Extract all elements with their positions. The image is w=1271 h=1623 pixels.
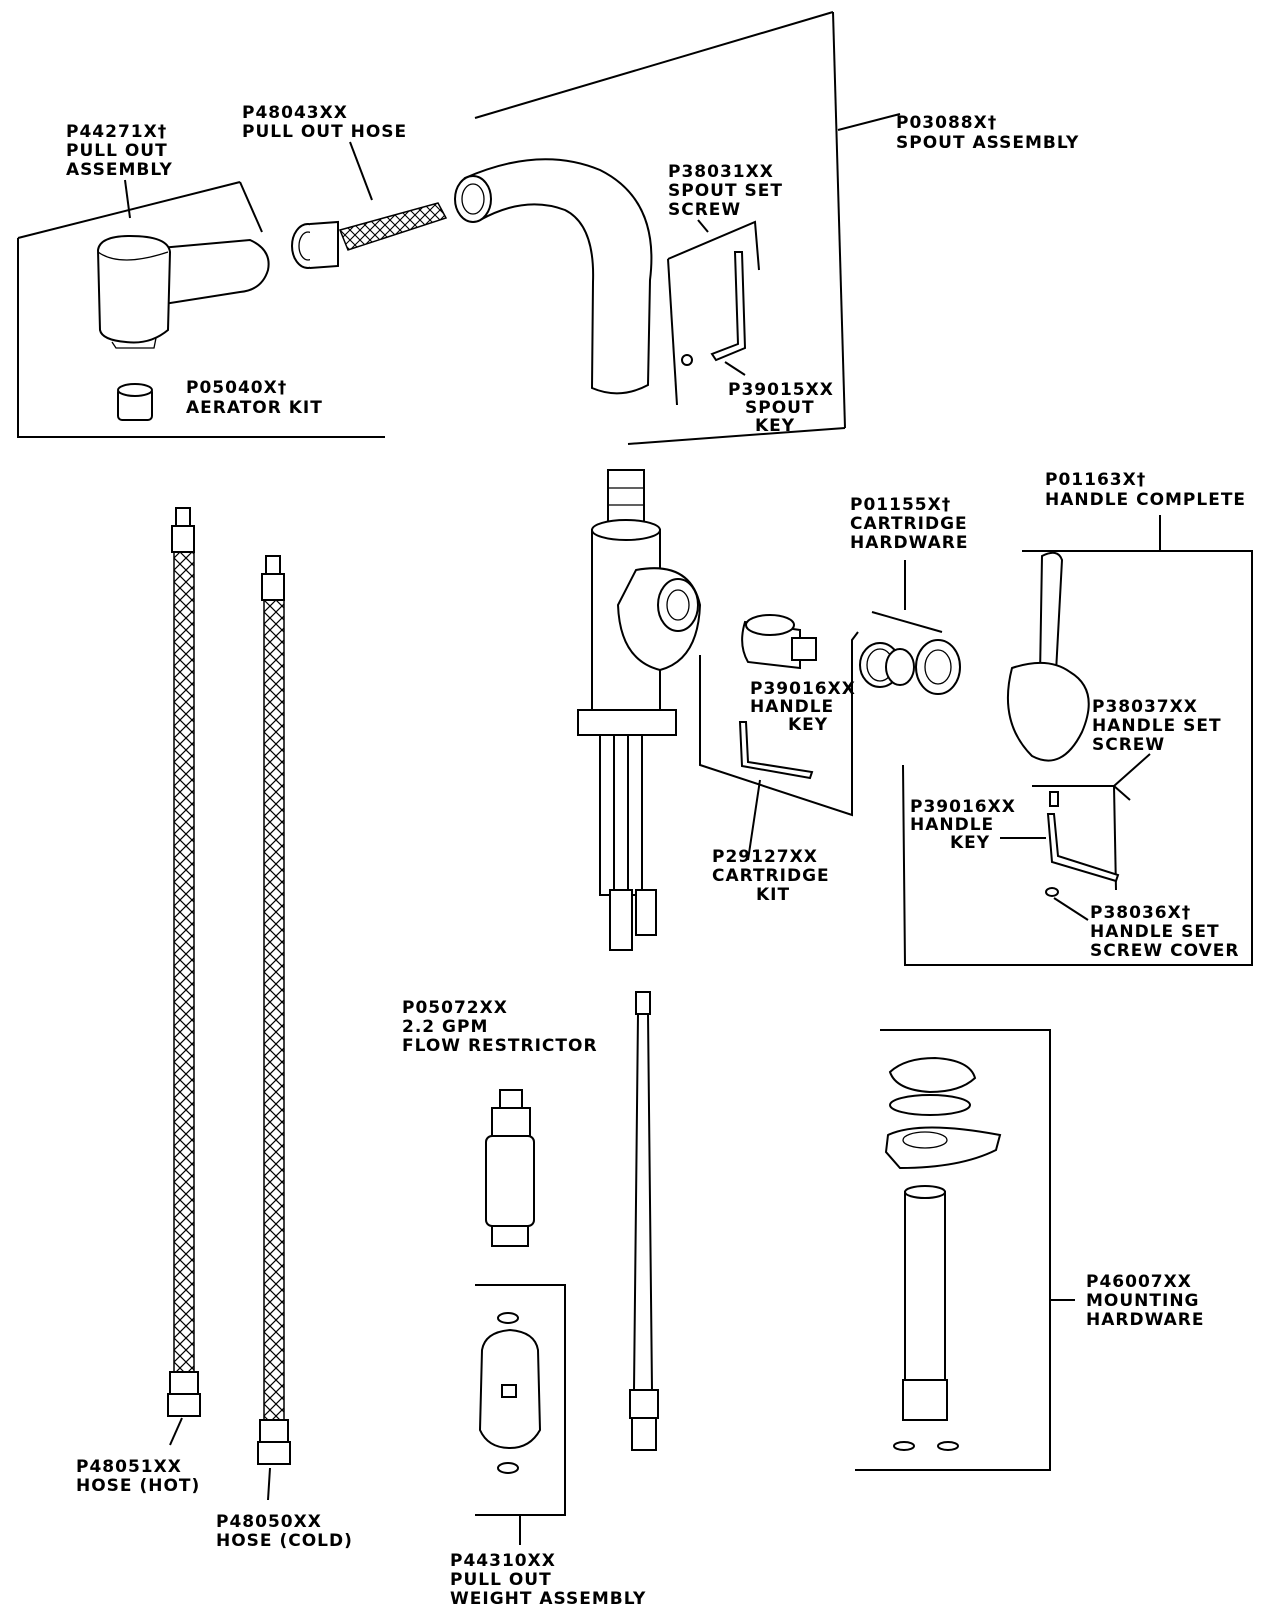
part-name-line: PULL OUT xyxy=(450,1570,552,1590)
handle-set-screw-cover xyxy=(1045,887,1059,897)
spout-assembly-group xyxy=(17,11,901,445)
part-name-line: HOSE (HOT) xyxy=(76,1476,200,1496)
handle-key-handle xyxy=(1046,813,1120,883)
part-name-line: SCREW COVER xyxy=(1090,941,1239,961)
part-name-line: KEY xyxy=(755,416,795,436)
label-hose-hot: P48051XX HOSE (HOT) xyxy=(76,1457,200,1496)
label-pull-out-assembly: P44271X† PULL OUT ASSEMBLY xyxy=(66,122,173,180)
label-cartridge-hardware: P01155X† CARTRIDGE HARDWARE xyxy=(850,495,968,553)
part-number: P39016XX xyxy=(750,679,856,699)
flow-restrictor xyxy=(485,1089,535,1247)
label-mounting-hardware: P46007XX MOUNTING HARDWARE xyxy=(1086,1272,1204,1330)
part-number: P05072XX xyxy=(402,998,508,1018)
part-name-line: HARDWARE xyxy=(850,533,968,553)
cartridge-kit-group xyxy=(699,560,961,861)
part-number: P38031XX xyxy=(668,162,774,182)
mounting-hardware xyxy=(884,1056,1002,1451)
label-handle-key-cartridge: P39016XX HANDLE KEY xyxy=(750,679,856,735)
handle-set-screw xyxy=(1049,791,1059,807)
part-name-line: HANDLE COMPLETE xyxy=(1045,490,1246,510)
part-number: P29127XX xyxy=(712,847,818,867)
label-hose-cold: P48050XX HOSE (COLD) xyxy=(216,1512,353,1551)
part-name-line: CARTRIDGE xyxy=(712,866,830,886)
part-name-line: WEIGHT ASSEMBLY xyxy=(450,1589,646,1609)
part-name-line: MOUNTING xyxy=(1086,1291,1200,1311)
part-name-line: PULL OUT xyxy=(66,141,168,161)
label-cartridge-kit: P29127XX CARTRIDGE KIT xyxy=(712,847,830,905)
part-name-line: CARTRIDGE xyxy=(850,514,968,534)
hose-hot xyxy=(167,507,201,1417)
part-number: P01163X† xyxy=(1045,470,1146,490)
cartridge-hardware xyxy=(859,639,961,695)
handle-key-cartridge xyxy=(738,721,814,780)
part-name-line: 2.2 GPM xyxy=(402,1017,488,1037)
part-name-line: HANDLE SET xyxy=(1090,922,1220,942)
part-name-line: AERATOR KIT xyxy=(186,398,323,418)
pull-out-hose-long xyxy=(629,991,659,1451)
label-spout-set-screw: P38031XX SPOUT SET SCREW xyxy=(668,162,783,220)
label-handle-complete: P01163X† HANDLE COMPLETE xyxy=(1045,470,1246,510)
part-name-line: FLOW RESTRICTOR xyxy=(402,1036,598,1056)
part-number: P39016XX xyxy=(910,797,1016,817)
cartridge xyxy=(741,614,817,670)
part-name-line: SPOUT xyxy=(745,398,815,418)
mounting-hardware-group xyxy=(855,1029,1075,1471)
label-handle-set-screw: P38037XX HANDLE SET SCREW xyxy=(1092,697,1222,755)
pull-out-spray-head xyxy=(96,234,270,349)
label-aerator-kit: P05040X† AERATOR KIT xyxy=(186,378,323,418)
part-name-line: SPOUT SET xyxy=(668,181,783,201)
part-name-line: HOSE (COLD) xyxy=(216,1531,353,1551)
spout-set-screw xyxy=(681,354,693,366)
part-number: P39015XX xyxy=(728,380,834,400)
label-pull-out-hose: P48043XX PULL OUT HOSE xyxy=(242,103,407,142)
part-number: P01155X† xyxy=(850,495,951,515)
spout-key xyxy=(710,251,747,362)
pull-out-hose xyxy=(291,202,448,269)
part-name-line: KIT xyxy=(756,885,790,905)
handle-lever xyxy=(1006,551,1090,762)
label-flow-restrictor: P05072XX 2.2 GPM FLOW RESTRICTOR xyxy=(402,998,598,1056)
part-name-line: KEY xyxy=(788,715,828,735)
label-spout-assembly: P03088X† SPOUT ASSEMBLY xyxy=(896,113,1079,153)
part-name-line: HANDLE xyxy=(750,697,834,717)
pull-out-weight-group xyxy=(475,1284,566,1545)
part-name-line: SCREW xyxy=(1092,735,1165,755)
part-name-line: HANDLE SET xyxy=(1092,716,1222,736)
part-name-line: ASSEMBLY xyxy=(66,160,173,180)
part-number: P03088X† xyxy=(896,113,997,133)
handle-complete-group xyxy=(902,515,1253,966)
faucet-body xyxy=(577,469,702,951)
part-number: P05040X† xyxy=(186,378,287,398)
part-name-line: SCREW xyxy=(668,200,741,220)
label-handle-key-handle: P39016XX HANDLE KEY xyxy=(910,797,1016,853)
part-number: P48043XX xyxy=(242,103,348,123)
part-name-line: KEY xyxy=(950,833,990,853)
part-number: P38037XX xyxy=(1092,697,1198,717)
label-spout-key: P39015XX SPOUT KEY xyxy=(728,380,834,436)
part-name-line: SPOUT ASSEMBLY xyxy=(896,133,1079,153)
part-number: P44271X† xyxy=(66,122,167,142)
aerator xyxy=(117,383,153,421)
pull-out-weight xyxy=(478,1312,542,1474)
label-pull-out-weight-assembly: P44310XX PULL OUT WEIGHT ASSEMBLY xyxy=(450,1551,646,1609)
part-number: P48050XX xyxy=(216,1512,322,1532)
part-name-line: HANDLE xyxy=(910,815,994,835)
spout-tube xyxy=(454,158,653,395)
part-name-line: HARDWARE xyxy=(1086,1310,1204,1330)
part-number: P38036X† xyxy=(1090,903,1191,923)
hose-cold xyxy=(257,555,291,1465)
part-name-line: PULL OUT HOSE xyxy=(242,122,407,142)
part-number: P44310XX xyxy=(450,1551,556,1571)
label-handle-set-screw-cover: P38036X† HANDLE SET SCREW COVER xyxy=(1090,903,1239,961)
part-number: P46007XX xyxy=(1086,1272,1192,1292)
part-number: P48051XX xyxy=(76,1457,182,1477)
